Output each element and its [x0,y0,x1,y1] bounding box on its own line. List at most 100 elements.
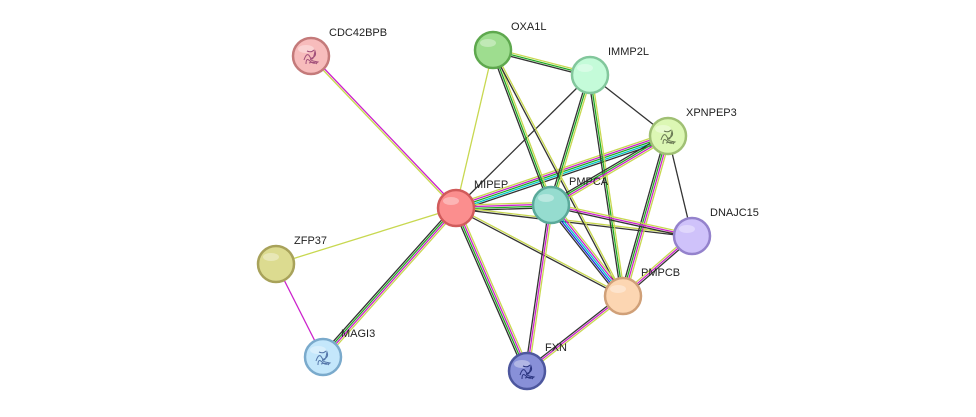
edge-line-experiment [323,208,458,359]
edge-layer [275,47,694,373]
edge-line-coexpression [619,135,667,296]
node-label: IMMP2L [608,46,649,58]
edge-line-coexpression [587,75,622,297]
edge-pmpcb-fxn[interactable] [525,294,625,373]
edge-line-coexpression [524,204,550,371]
node-label: FXN [545,342,567,354]
edge-immp2l-pmpca[interactable] [548,74,593,206]
node-circle [256,244,296,284]
edge-line-neighborhood [492,49,552,206]
node-highlight [538,194,554,202]
node-label: PMPCB [641,267,680,279]
edge-line-textmining [528,205,554,372]
node-highlight [310,346,326,354]
edge-line-coexpression [455,208,623,298]
protein-structure-icon [303,49,320,65]
edge-xpnpep3-pmpcb[interactable] [619,135,672,297]
node-circle [648,116,688,156]
edge-line-textmining [494,49,554,205]
edge-xpnpep3-pmpca[interactable] [549,133,670,208]
edge-line-neighborhood [454,208,527,372]
edge-line-coexpression [548,74,589,205]
node-circle [672,216,712,256]
edge-line-coexpression [456,138,670,213]
node-circle [570,55,610,95]
node-highlight [577,64,593,72]
node-label: PMPCA [569,176,609,188]
node-zfp37[interactable]: ZFP37 [256,235,327,284]
node-pmpca[interactable]: PMPCA [531,176,609,225]
edge-line-fusion [549,205,623,298]
edge-line-textmining [624,136,672,297]
edge-line-textmining [324,209,459,360]
node-cdc42bpb[interactable]: CDC42BPB [291,27,387,76]
edge-line-coexpression [490,50,550,206]
node-label: DNAJC15 [710,207,759,219]
node-xpnpep3[interactable]: XPNPEP3 [648,107,737,156]
edge-immp2l-pmpcb[interactable] [587,74,626,297]
node-highlight [610,285,626,293]
node-highlight [514,360,530,368]
node-mipep[interactable]: MIPEP [436,179,508,228]
node-magi3[interactable]: MAGI3 [303,328,375,377]
node-highlight [655,125,671,133]
edge-line-experiment [623,136,670,297]
edge-line-neighborhood [589,74,624,297]
edge-line-neighborhood [455,135,669,209]
edge-line-textmining [457,206,531,371]
node-highlight [480,39,496,47]
edge-mipep-immp2l[interactable] [455,74,591,209]
edge-pmpca-fxn[interactable] [524,204,554,372]
edge-line-neighborhood [321,206,456,357]
edge-line-experiment [311,54,458,208]
node-label: OXA1L [511,21,546,33]
edge-line-textmining [551,202,693,235]
node-label: MAGI3 [341,328,375,340]
edge-line-experiment [551,203,625,296]
edge-mipep-pmpcb[interactable] [455,206,624,298]
edge-line-experiment [551,136,669,207]
node-label: MIPEP [474,179,508,191]
edge-line-textmining [455,49,494,209]
node-label: XPNPEP3 [686,107,737,119]
edge-line-experiment [526,204,552,372]
edge-line-neighborhood [550,74,591,206]
edge-line-textmining [552,137,670,208]
edge-line-textmining [553,202,627,295]
edge-line-coexpression [455,74,591,209]
edge-line-textmining [527,296,625,373]
edge-mipep-oxa1l[interactable] [455,49,494,209]
edge-line-database [550,204,624,297]
protein-structure-icon [315,350,332,366]
edge-line-coexpression [547,206,621,299]
edge-pmpca-dnajc15[interactable] [550,202,693,239]
edge-line-experiment [456,207,529,371]
edge-line-textmining [275,207,457,265]
edge-mipep-zfp37[interactable] [275,207,457,265]
edge-line-coexpression [550,206,692,239]
edge-line-coexpression [549,133,667,204]
node-oxa1l[interactable]: OXA1L [473,21,546,70]
edge-mipep-cdc42bpb[interactable] [309,54,458,210]
protein-structure-icon [660,129,677,145]
node-immp2l[interactable]: IMMP2L [570,46,649,95]
edge-mipep-magi3[interactable] [320,205,459,360]
edge-mipep-fxn[interactable] [452,206,531,373]
edge-line-textmining [591,74,626,296]
edge-line-coexpression [320,205,455,356]
node-fxn[interactable]: FXN [507,342,567,391]
node-pmpcb[interactable]: PMPCB [603,267,680,316]
node-highlight [263,253,279,261]
edge-mipep-dnajc15[interactable] [455,206,693,238]
protein-structure-icon [519,364,536,380]
node-dnajc15[interactable]: DNAJC15 [672,207,759,256]
edge-oxa1l-pmpca[interactable] [490,49,554,206]
edge-pmpca-pmpcb[interactable] [547,202,627,299]
edge-line-coexpression [455,208,692,238]
node-highlight [679,225,695,233]
node-highlight [443,197,459,205]
node-label: ZFP37 [294,235,327,247]
edge-line-textmining [552,75,593,206]
